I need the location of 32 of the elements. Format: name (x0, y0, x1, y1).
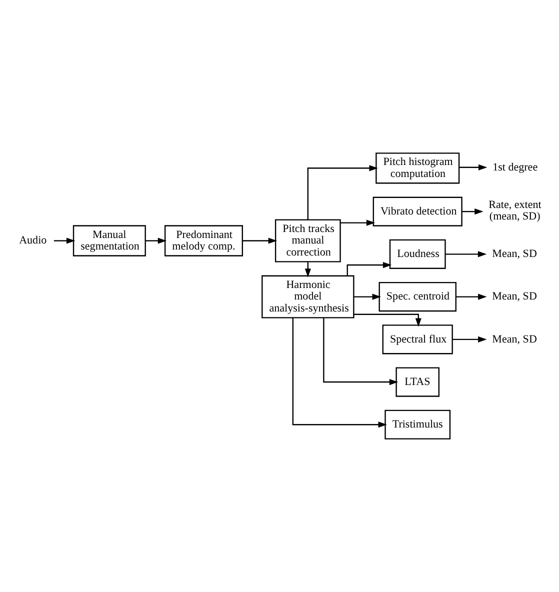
arrow (346, 262, 392, 276)
node-box: Vibrato detection (372, 196, 462, 226)
node-box: Pitch tracks manual correction (274, 219, 341, 262)
node-box: Tristimulus (384, 410, 451, 440)
arrow (307, 165, 378, 220)
arrow (452, 336, 487, 342)
node-text: 1st degree (492, 161, 538, 174)
node-text: Mean, SD (492, 248, 537, 260)
node-text: Audio (19, 234, 47, 247)
arrow (340, 220, 376, 226)
arrow (354, 314, 422, 327)
node-box: Pitch histogram computation (376, 152, 460, 184)
arrow (456, 294, 487, 300)
arrow (445, 251, 487, 258)
node-box: Harmonic model analysis-synthesis (262, 275, 354, 318)
node-box: Spec. centroid (378, 282, 456, 312)
arrow (323, 318, 398, 386)
arrow (242, 238, 278, 244)
node-text: Rate, extent (mean, SD) (488, 198, 542, 223)
node-box: Loudness (389, 239, 446, 269)
arrow (462, 208, 484, 215)
node-box: LTAS (396, 367, 440, 397)
node-text: Mean, SD (492, 290, 537, 303)
arrow (354, 294, 381, 300)
arrow (145, 238, 167, 244)
node-box: Spectral flux (382, 324, 453, 354)
node-box: Predominant melody comp. (164, 225, 243, 256)
arrow (292, 318, 387, 428)
node-text: Mean, SD (492, 333, 537, 346)
node-box: Manual segmentation (72, 225, 146, 256)
arrow (459, 164, 488, 170)
arrow (54, 238, 76, 244)
